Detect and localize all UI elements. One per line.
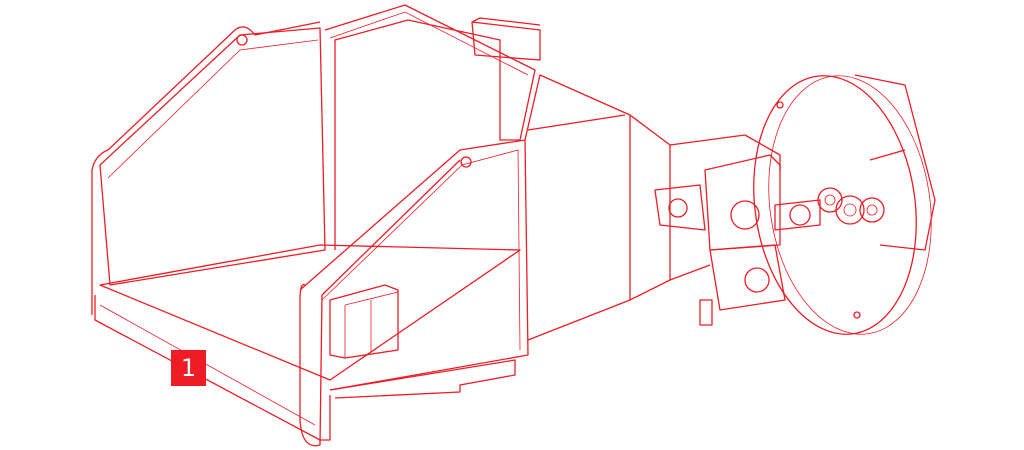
hopper xyxy=(91,4,541,447)
disc xyxy=(753,74,936,335)
callout-badge-1: 1 xyxy=(171,350,206,386)
chute xyxy=(524,74,781,341)
gearbox xyxy=(654,154,821,326)
